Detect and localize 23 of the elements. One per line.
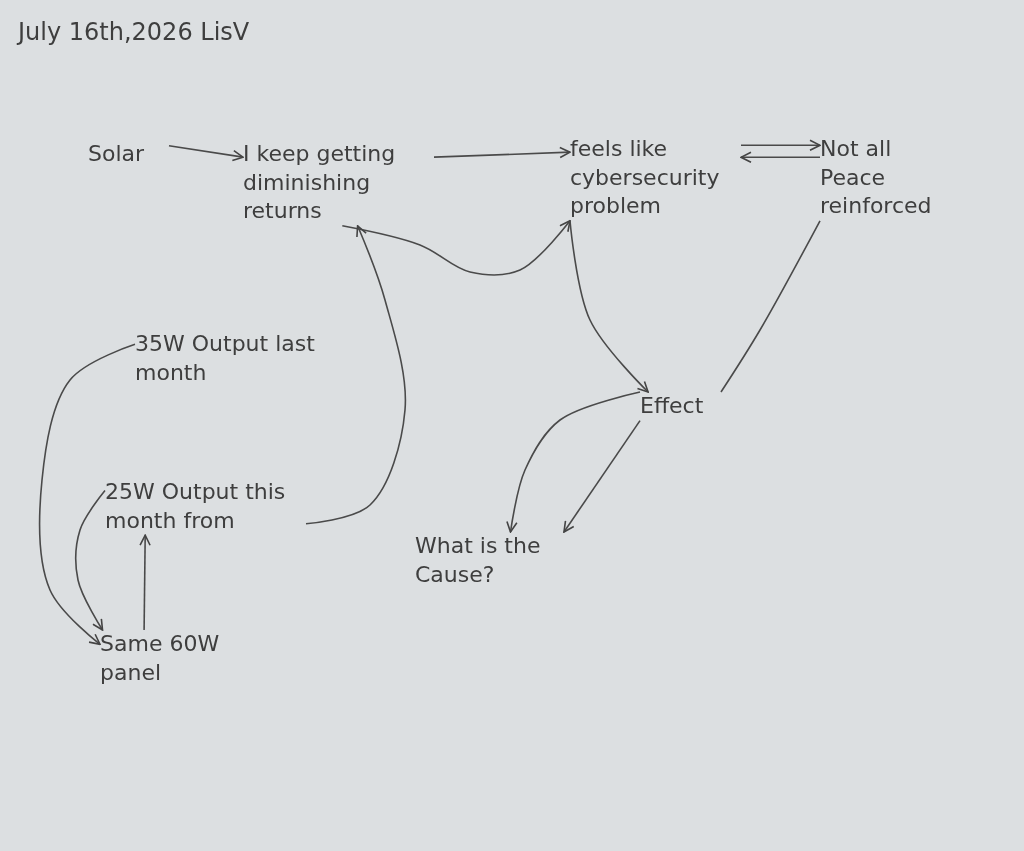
note-text: Not all Peace reinforced	[820, 135, 943, 221]
connector-line	[720, 220, 821, 393]
arrow	[38, 343, 136, 646]
arrow	[433, 146, 571, 159]
arrow	[168, 144, 244, 162]
note-text: Solar	[88, 140, 169, 169]
arrow	[563, 419, 641, 533]
note-text: 35W Output last month	[135, 330, 366, 388]
arrow	[506, 391, 641, 533]
note-text: 25W Output this month from	[105, 478, 306, 536]
arrow	[740, 151, 821, 164]
date-heading: July 16th,2026 LisV	[18, 18, 250, 46]
arrow	[75, 489, 106, 631]
arrow	[740, 139, 821, 152]
arrow	[341, 220, 571, 276]
note-text: feels like cybersecurity problem	[570, 135, 741, 221]
arrow	[305, 225, 407, 525]
arrow	[139, 534, 151, 631]
note-text: Same 60W panel	[100, 630, 226, 688]
note-text: I keep getting diminishing returns	[243, 140, 434, 226]
arrow	[569, 220, 649, 393]
note-text: Effect	[640, 392, 721, 421]
note-text: What is the Cause?	[415, 532, 606, 590]
